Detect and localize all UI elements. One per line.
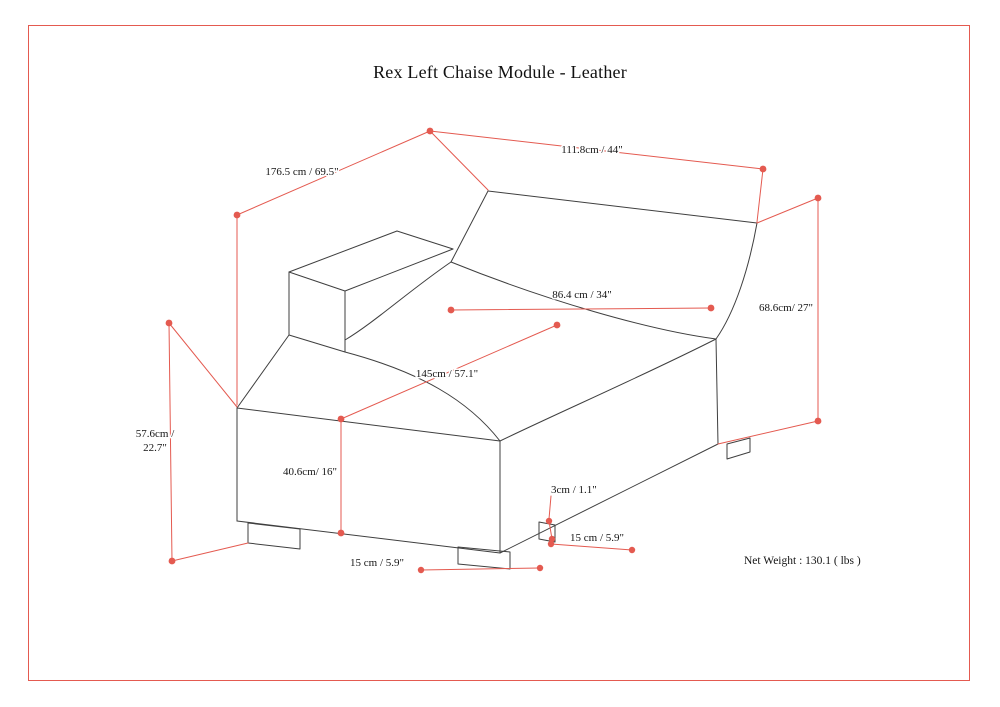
dim-label-foot-height: 3cm / 1.1" — [551, 484, 597, 496]
dimension-dots — [165, 127, 822, 574]
dim-label-depth: 176.5 cm / 69.5" — [265, 166, 338, 178]
dim-label-seat-length: 145cm / 57.1" — [416, 368, 478, 380]
page-title: Rex Left Chaise Module - Leather — [373, 62, 627, 82]
dim-label-overall-height-line1: 57.6cm / — [136, 428, 175, 440]
dim-label-width: 111.8cm / 44" — [561, 144, 622, 156]
dim-label-seat-back-width: 86.4 cm / 34" — [552, 289, 612, 301]
dim-label-foot-size-front: 15 cm / 5.9" — [350, 557, 404, 569]
dimension-labels: 176.5 cm / 69.5" 111.8cm / 44" 86.4 cm /… — [134, 143, 861, 571]
dim-label-overall-height-line2: 22.7" — [143, 442, 167, 454]
chaise-drawing — [236, 190, 758, 570]
dimension-lines — [168, 130, 819, 571]
dim-label-back-height: 68.6cm/ 27" — [759, 302, 813, 314]
dim-label-foot-size-right: 15 cm / 5.9" — [570, 532, 624, 544]
net-weight-label: Net Weight : 130.1 ( lbs ) — [744, 555, 861, 567]
dim-label-seat-height: 40.6cm/ 16" — [283, 466, 337, 478]
